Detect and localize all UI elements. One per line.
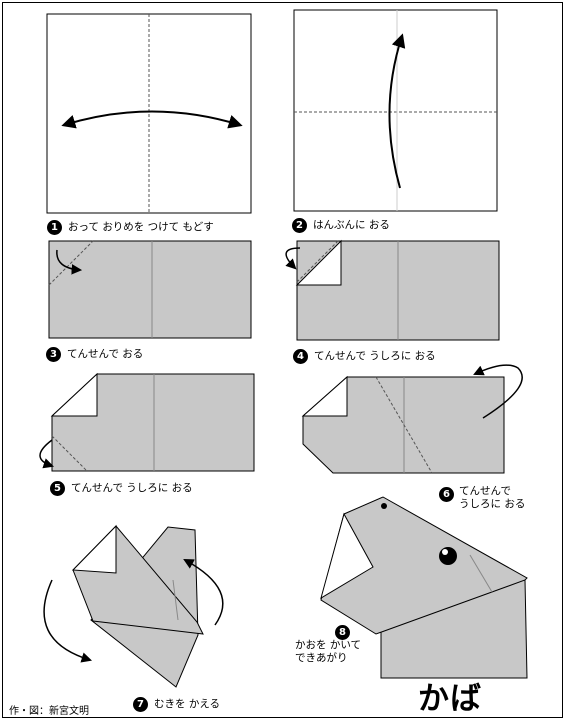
step-number-badge: 8	[335, 625, 350, 640]
step7-caption: 7 むきを かえる	[133, 697, 220, 712]
step3-figure	[48, 240, 252, 339]
step8-text-line1: かおを かいて	[295, 639, 362, 651]
credit-text: 作・図：新宮文明	[9, 706, 89, 717]
step7-text: むきを かえる	[154, 698, 221, 710]
step5-text: てんせんで うしろに おる	[71, 482, 193, 494]
step2-figure	[293, 9, 498, 212]
step6-figure	[301, 364, 523, 474]
step-number-badge: 5	[50, 481, 65, 496]
step8-text-line2: できあがり	[295, 652, 348, 664]
step6-text-line2: うしろに おる	[459, 498, 526, 510]
step3-caption: 3 てんせんで おる	[46, 347, 143, 362]
step4-figure	[285, 239, 500, 341]
fold-arrow	[388, 33, 406, 189]
rotate-arrow-right	[183, 558, 224, 626]
fold-behind-arrow	[285, 247, 301, 270]
step6-text-line1: てんせんで	[459, 485, 511, 497]
step-number-badge: 3	[46, 347, 61, 362]
step4-caption: 4 てんせんで うしろに おる	[293, 349, 436, 364]
step5-figure	[39, 372, 255, 472]
rotate-arrow-left	[43, 579, 93, 663]
step-number-badge: 2	[292, 218, 307, 233]
step2-text: はんぶんに おる	[313, 219, 390, 231]
step1-caption: 1 おって おりめを つけて もどす	[47, 220, 214, 235]
step6-caption: 6 てんせんで うしろに おる	[439, 485, 526, 511]
nostril-dot	[381, 503, 387, 509]
step-number-badge: 7	[133, 697, 148, 712]
page-title: かば	[418, 681, 482, 717]
step7-figure	[43, 524, 224, 688]
step2-caption: 2 はんぶんに おる	[292, 218, 390, 233]
step-number-badge: 1	[47, 220, 62, 235]
step4-text: てんせんで うしろに おる	[314, 350, 436, 362]
fold-behind-arrow	[39, 439, 54, 469]
fold-behind-arrow	[473, 364, 523, 419]
step1-figure	[46, 13, 252, 214]
step-number-badge: 6	[439, 487, 454, 502]
fold-unfold-arrow	[61, 110, 243, 129]
step5-caption: 5 てんせんで うしろに おる	[50, 481, 193, 496]
step1-text: おって おりめを つけて もどす	[68, 221, 214, 233]
step8-hippo	[320, 496, 528, 679]
fold-arrow	[56, 249, 83, 275]
step8-caption: 8 かおを かいて できあがり	[295, 625, 362, 665]
step3-text: てんせんで おる	[67, 348, 144, 360]
step-number-badge: 4	[293, 349, 308, 364]
hippo-eye	[439, 547, 457, 565]
